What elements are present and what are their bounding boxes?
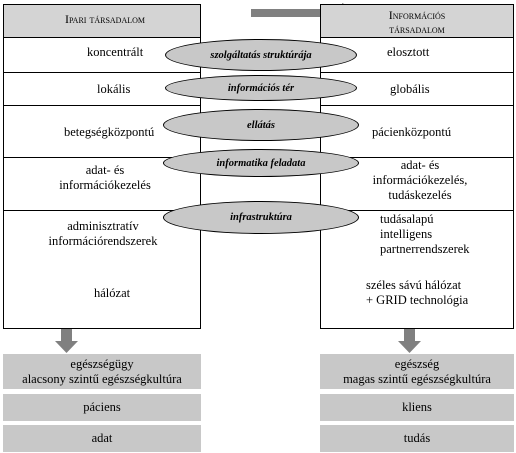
left-row-infrastructure: adminisztratív információrendszerek	[48, 219, 158, 248]
left-result-role: páciens	[3, 394, 201, 421]
ellipse-it-task: informatika feladata	[163, 149, 359, 177]
right-down-arrow	[398, 329, 421, 353]
right-result-resource: tudás	[320, 425, 514, 452]
right-result-role: kliens	[320, 394, 514, 421]
right-result-health-culture: egészség magas szintű egészségkultúra	[320, 354, 514, 389]
right-divider	[320, 72, 514, 73]
ellipse-service-structure: szolgáltatás struktúrája	[165, 39, 357, 71]
ellipse-infrastructure: infrastruktúra	[163, 201, 359, 234]
left-row-it-task: adat- és információkezelés	[59, 163, 151, 192]
right-row-structure: elosztott	[387, 45, 430, 59]
left-row-structure: koncentrált	[87, 45, 144, 59]
right-divider	[320, 105, 514, 106]
right-row-it-task: adat- és információkezelés, tudáskezelés	[372, 158, 468, 202]
ellipse-care: ellátás	[163, 109, 359, 141]
left-result-resource: adat	[3, 425, 201, 452]
left-result-health-culture: egészségügy alacsony szintű egészségkult…	[3, 354, 201, 389]
left-divider	[3, 72, 201, 73]
right-row-infrastructure: tudásalapú intelligens partnerrendszerek	[380, 212, 470, 256]
left-row-network: hálózat	[94, 286, 131, 300]
left-row-care: betegségközpontú	[64, 125, 155, 139]
left-divider	[3, 210, 201, 211]
left-divider	[3, 105, 201, 106]
left-row-space: lokális	[97, 82, 131, 96]
right-row-care: pácienközpontú	[372, 125, 452, 139]
right-divider	[320, 157, 514, 158]
left-down-arrow	[55, 329, 78, 353]
left-divider	[3, 157, 201, 158]
left-header: Ipari társadalom	[4, 5, 200, 38]
right-row-space: globális	[390, 82, 430, 96]
right-row-network: széles sávú hálózat + GRID technológia	[366, 278, 469, 307]
ellipse-information-space: információs tér	[165, 75, 357, 101]
right-divider	[320, 210, 514, 211]
right-header: Információs társadalom	[321, 5, 513, 38]
